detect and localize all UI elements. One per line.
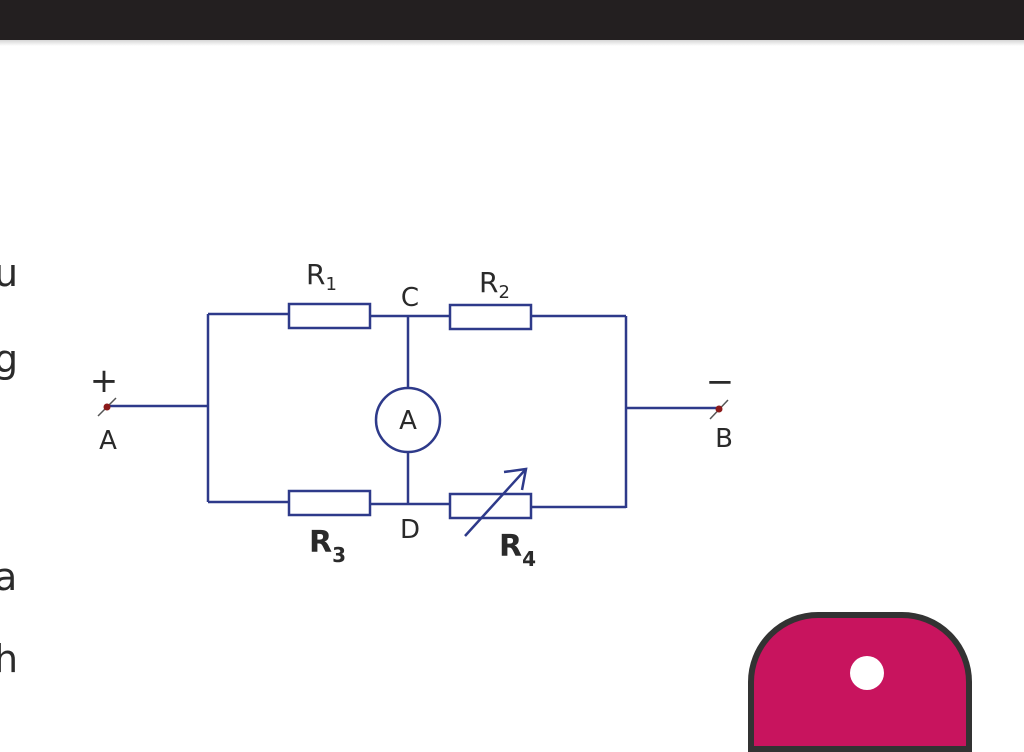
resistor-r3	[287, 489, 372, 517]
ammeter-label: A	[399, 406, 417, 436]
circuit-diagram: A + A − B C D R1 R2 R3 R4	[90, 258, 735, 571]
side-text-fragment: a	[0, 555, 18, 599]
wire-bottom	[208, 500, 626, 509]
terminal-a-sign: +	[90, 361, 119, 401]
terminal-b-sign: −	[706, 362, 735, 402]
node-c-label: C	[401, 283, 419, 313]
resistor-r2	[448, 303, 533, 331]
top-bar	[0, 0, 1024, 40]
terminal-b-label: B	[715, 424, 733, 454]
side-text-fragment: g	[0, 337, 19, 381]
side-text-fragment: u	[0, 251, 19, 295]
terminal-a-label: A	[99, 426, 117, 456]
node-d-label: D	[400, 515, 420, 545]
floating-action-widget[interactable]	[748, 612, 972, 752]
resistor-r4-label: R4	[499, 529, 536, 571]
circuit-wires	[108, 312, 720, 509]
resistor-r2-label: R2	[479, 266, 510, 303]
terminal-a-dot	[103, 403, 111, 411]
top-bar-shadow	[0, 40, 1024, 46]
terminal-b: − B	[706, 362, 735, 454]
terminal-a: + A	[90, 361, 119, 456]
resistor-r1	[287, 302, 372, 330]
side-text-fragment: h	[0, 637, 19, 681]
resistor-r1-label: R1	[306, 258, 337, 295]
wire-top	[208, 312, 626, 318]
resistor-r3-label: R3	[309, 525, 346, 567]
widget-dot-icon	[850, 656, 884, 690]
ammeter	[374, 386, 442, 454]
variable-arrow-icon	[464, 467, 528, 537]
resistor-r4	[448, 492, 533, 520]
terminal-b-dot	[715, 405, 723, 413]
